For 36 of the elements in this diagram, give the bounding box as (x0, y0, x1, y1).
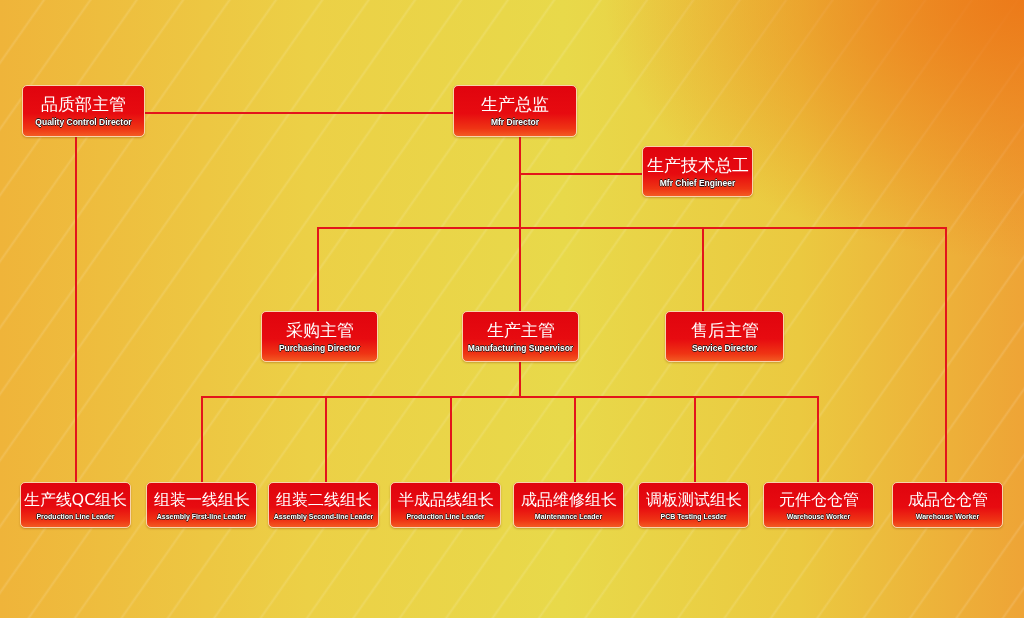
role-box (513, 482, 624, 528)
role-title: 生产技术总工 (646, 154, 749, 175)
connector-line (144, 112, 454, 114)
role-box (763, 482, 874, 528)
role-box (390, 482, 501, 528)
connector-line (75, 136, 77, 483)
role-subtitle: Service Director (691, 342, 758, 354)
role-box (22, 85, 145, 137)
role-box (462, 311, 579, 362)
role-title: 半成品线组长 (397, 489, 494, 510)
role-title: 元件仓仓管 (778, 489, 859, 510)
role-box (638, 482, 749, 528)
role-subtitle: Quality Control Director (35, 117, 132, 128)
role-title: 组装一线组长 (153, 489, 250, 510)
role-title: 生产主管 (486, 319, 555, 340)
role-box (146, 482, 257, 528)
role-box (892, 482, 1003, 528)
role-box (261, 311, 378, 362)
role-subtitle: Mfr Chief Engineer (659, 177, 736, 189)
role-box (642, 146, 753, 197)
role-title: 成品维修组长 (520, 489, 617, 510)
role-box (20, 482, 131, 528)
role-title: 调板测试组长 (645, 489, 742, 510)
role-box (453, 85, 577, 137)
role-subtitle: Purchasing Director (278, 342, 361, 354)
role-subtitle: Mfr Director (490, 117, 540, 128)
role-title: 售后主管 (690, 319, 759, 340)
role-title: 品质部主管 (41, 94, 126, 114)
role-box (665, 311, 784, 362)
role-title: 生产总监 (481, 94, 549, 114)
role-box (268, 482, 379, 528)
role-subtitle: Manufacturing Supervisor (467, 342, 574, 354)
role-title: 组装二线组长 (275, 489, 372, 510)
role-title: 采购主管 (285, 319, 354, 340)
role-title: 成品仓仓管 (907, 489, 988, 510)
role-title: 生产线QC组长 (23, 489, 128, 510)
